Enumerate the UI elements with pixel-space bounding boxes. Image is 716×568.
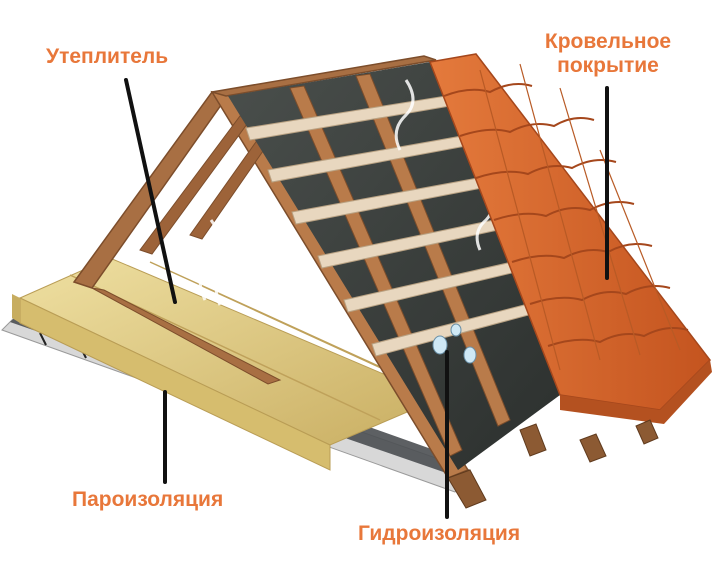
vapor-wisps bbox=[198, 79, 494, 306]
label-vapor-barrier-text: Пароизоляция bbox=[72, 488, 224, 511]
eave-boards bbox=[447, 419, 659, 509]
label-roofing: Кровельное покрытие bbox=[520, 30, 696, 78]
label-roofing-line1: Кровельное bbox=[544, 30, 672, 53]
label-vapor-barrier: Пароизоляция bbox=[72, 488, 223, 512]
label-insulation-text: Утеплитель bbox=[46, 45, 169, 68]
leader-lines bbox=[124, 78, 609, 519]
label-roofing-line2: покрытие bbox=[557, 54, 659, 77]
label-waterproofing-text: Гидроизоляция bbox=[358, 522, 521, 545]
ridge-beam bbox=[211, 55, 437, 97]
insulation-side bbox=[12, 294, 20, 323]
leader-insulation bbox=[124, 78, 177, 304]
label-insulation: Утеплитель bbox=[46, 45, 168, 69]
slope-rafters bbox=[289, 73, 511, 457]
roof-tiles bbox=[428, 53, 712, 424]
label-waterproofing: Гидроизоляция bbox=[358, 522, 520, 546]
gable-collar-beam bbox=[91, 287, 282, 385]
roof-battens bbox=[245, 95, 533, 357]
water-drops bbox=[432, 323, 477, 364]
